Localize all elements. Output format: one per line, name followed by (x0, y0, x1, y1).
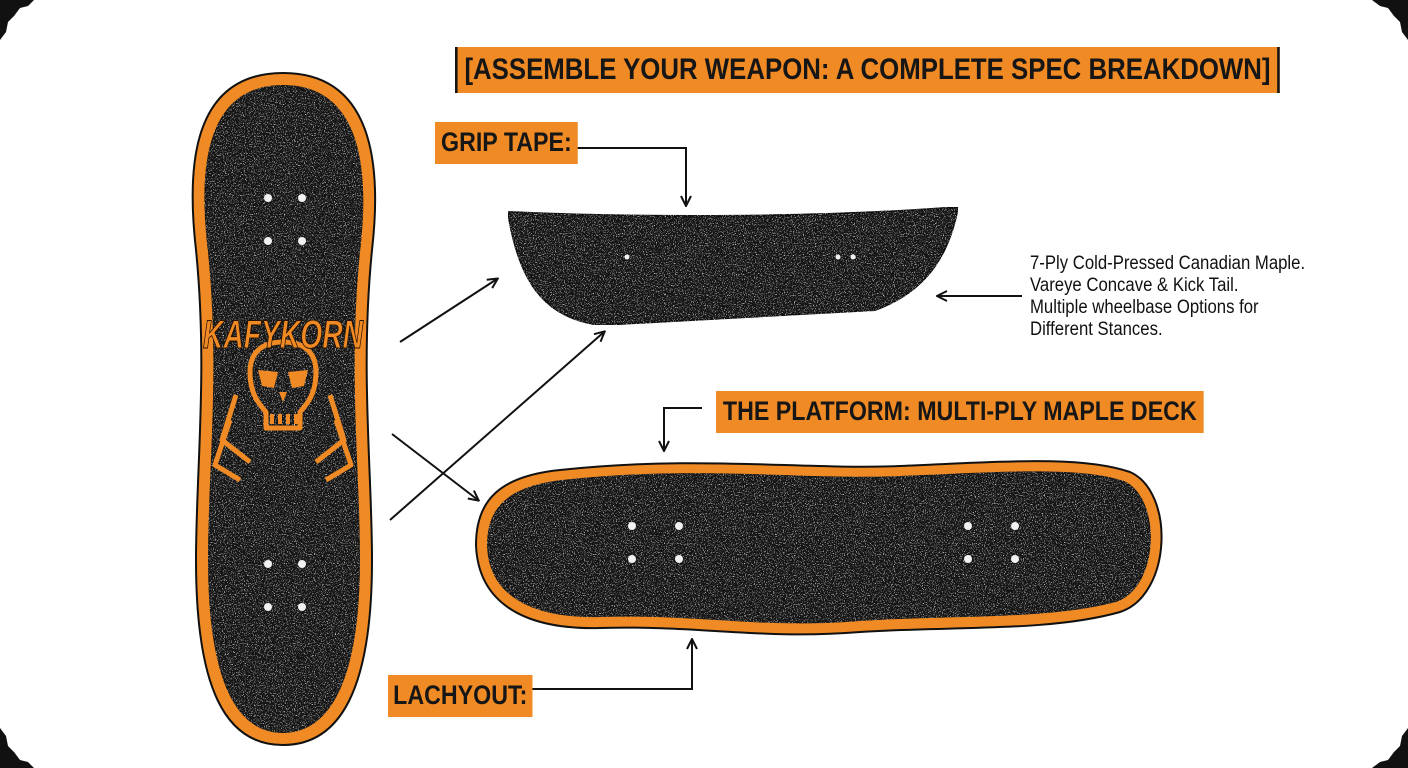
lachyout-label: LACHYOUT: (388, 675, 533, 717)
horizontal-deck (474, 460, 1163, 636)
leader-arrows (389, 147, 1022, 690)
side-profile-deck (506, 205, 960, 327)
platform-label: THE PLATFORM: MULTI-PLY MAPLE DECK (716, 391, 1204, 433)
vertical-deck-grip (204, 85, 364, 733)
arrow-lachyout (526, 640, 692, 690)
horizontal-deck-grip (487, 471, 1151, 624)
arrow-platform (664, 407, 702, 450)
deck-graphic-text: KAFYKORN (203, 313, 364, 357)
arrow-deck-to-profile-lower (389, 332, 604, 521)
horizontal-front-bolts (628, 522, 683, 563)
skull-graphic (212, 339, 354, 483)
rear-truck-bolts (264, 560, 306, 611)
arrow-deck-to-horizontal (391, 433, 478, 500)
arrow-deck-to-profile-upper (399, 279, 497, 343)
vertical-deck: KAFYKORN (191, 71, 377, 747)
spec-description: 7-Ply Cold-Pressed Canadian Maple. Varey… (1030, 253, 1306, 341)
spec-line: Vareye Concave & Kick Tail. (1030, 275, 1239, 296)
arrow-grip-tape (572, 147, 686, 205)
spec-line: Multiple wheelbase Options for (1030, 297, 1259, 318)
page-title: [ASSEMBLE YOUR WEAPON: A COMPLETE SPEC B… (455, 47, 1280, 93)
spec-line: 7-Ply Cold-Pressed Canadian Maple. (1030, 253, 1306, 274)
skull-eyes (258, 370, 308, 424)
front-truck-bolts (264, 194, 306, 245)
spec-line: Different Stances. (1030, 319, 1163, 340)
horizontal-rear-bolts (964, 522, 1019, 563)
side-profile-grip (506, 205, 960, 327)
grip-tape-label: GRIP TAPE: (435, 122, 578, 164)
